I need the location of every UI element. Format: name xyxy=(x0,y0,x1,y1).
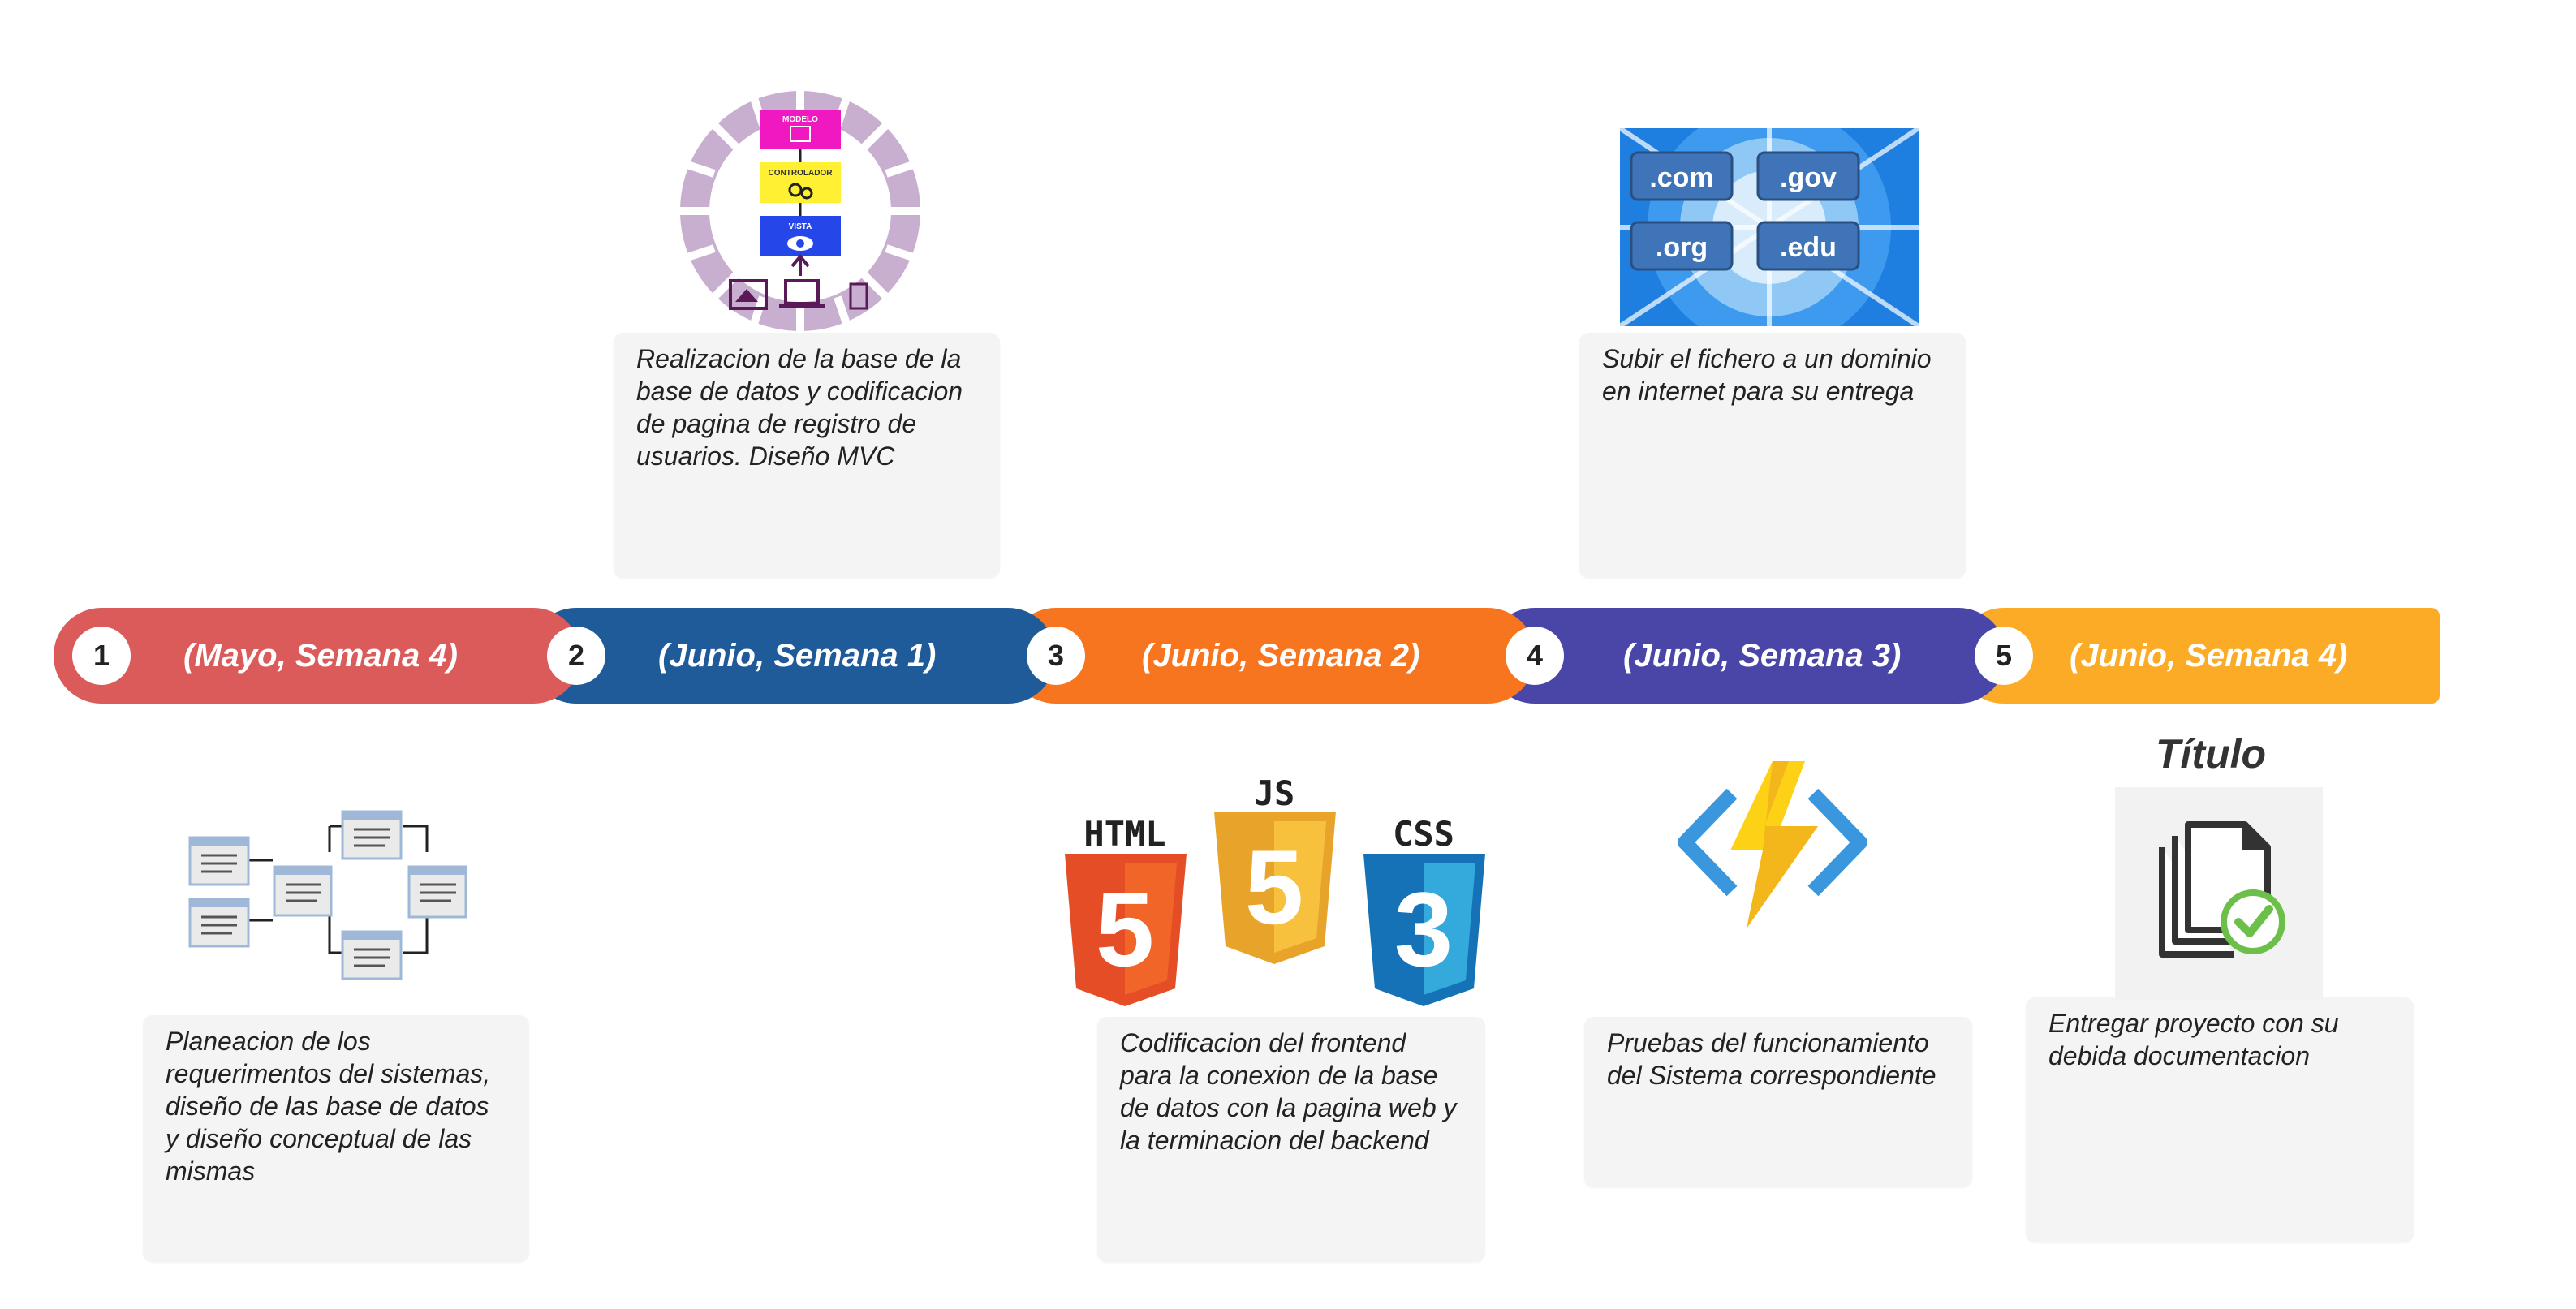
timeline-segment-2: 2 (Junio, Semana 1) xyxy=(528,608,1056,704)
html5-number: 5 xyxy=(1096,870,1154,988)
step-number-5: 5 xyxy=(1975,627,2033,685)
css3-number: 3 xyxy=(1394,870,1453,988)
mvc-diagram-icon: MODELO CONTROLADOR VISTA xyxy=(678,89,922,333)
mvc-model-label: MODELO xyxy=(782,115,818,124)
step-label-1: (Mayo, Semana 4) xyxy=(183,637,458,674)
domain-org: .org xyxy=(1656,232,1708,263)
css-label: CSS xyxy=(1393,814,1454,854)
card-step-1: Planeacion de los requerimentos del sist… xyxy=(143,1015,529,1262)
step-number-1: 1 xyxy=(72,627,131,685)
step-label-2: (Junio, Semana 1) xyxy=(658,637,937,674)
web-technologies-icon: HTML 5 JS 5 CSS 3 xyxy=(1065,773,1485,1006)
domain-gov: .gov xyxy=(1780,162,1837,193)
domains-icon: .com .gov .org .edu xyxy=(1620,128,1919,326)
step-5-title: Título xyxy=(2156,731,2267,777)
timeline-segment-3: 3 (Junio, Semana 2) xyxy=(1008,608,1536,704)
mvc-controller-label: CONTROLADOR xyxy=(769,169,834,178)
mvc-view-label: VISTA xyxy=(789,222,812,231)
step-label-4: (Junio, Semana 3) xyxy=(1623,637,1902,674)
step-number-4: 4 xyxy=(1506,627,1564,685)
step-number-2: 2 xyxy=(547,627,605,685)
card-step-4-top: Subir el fichero a un dominio en interne… xyxy=(1579,333,1966,578)
domain-edu: .edu xyxy=(1780,232,1837,263)
database-diagram-icon xyxy=(188,810,467,980)
card-step-2: Realizacion de la base de la base de dat… xyxy=(614,333,1000,578)
card-step-4-bottom: Pruebas del funcionamiento del Sistema c… xyxy=(1584,1017,1972,1187)
timeline-segment-5: 5 (Junio, Semana 4) xyxy=(1956,608,2440,704)
domain-com: .com xyxy=(1649,162,1713,193)
function-bolt-icon xyxy=(1678,761,1867,928)
step-label-5: (Junio, Semana 4) xyxy=(2070,637,2348,674)
step-label-3: (Junio, Semana 2) xyxy=(1142,637,1420,674)
timeline-segment-1: 1 (Mayo, Semana 4) xyxy=(54,608,581,704)
step-number-3: 3 xyxy=(1027,627,1085,685)
html-label: HTML xyxy=(1083,814,1165,854)
card-step-3: Codificacion del frontend para la conexi… xyxy=(1097,1017,1485,1262)
js-number: 5 xyxy=(1245,828,1303,946)
timeline-segment-4: 4 (Junio, Semana 3) xyxy=(1487,608,2006,704)
js-label: JS xyxy=(1254,773,1295,813)
card-step-5: Entregar proyecto con su debida document… xyxy=(2026,997,2414,1242)
documents-check-icon xyxy=(2159,821,2285,958)
